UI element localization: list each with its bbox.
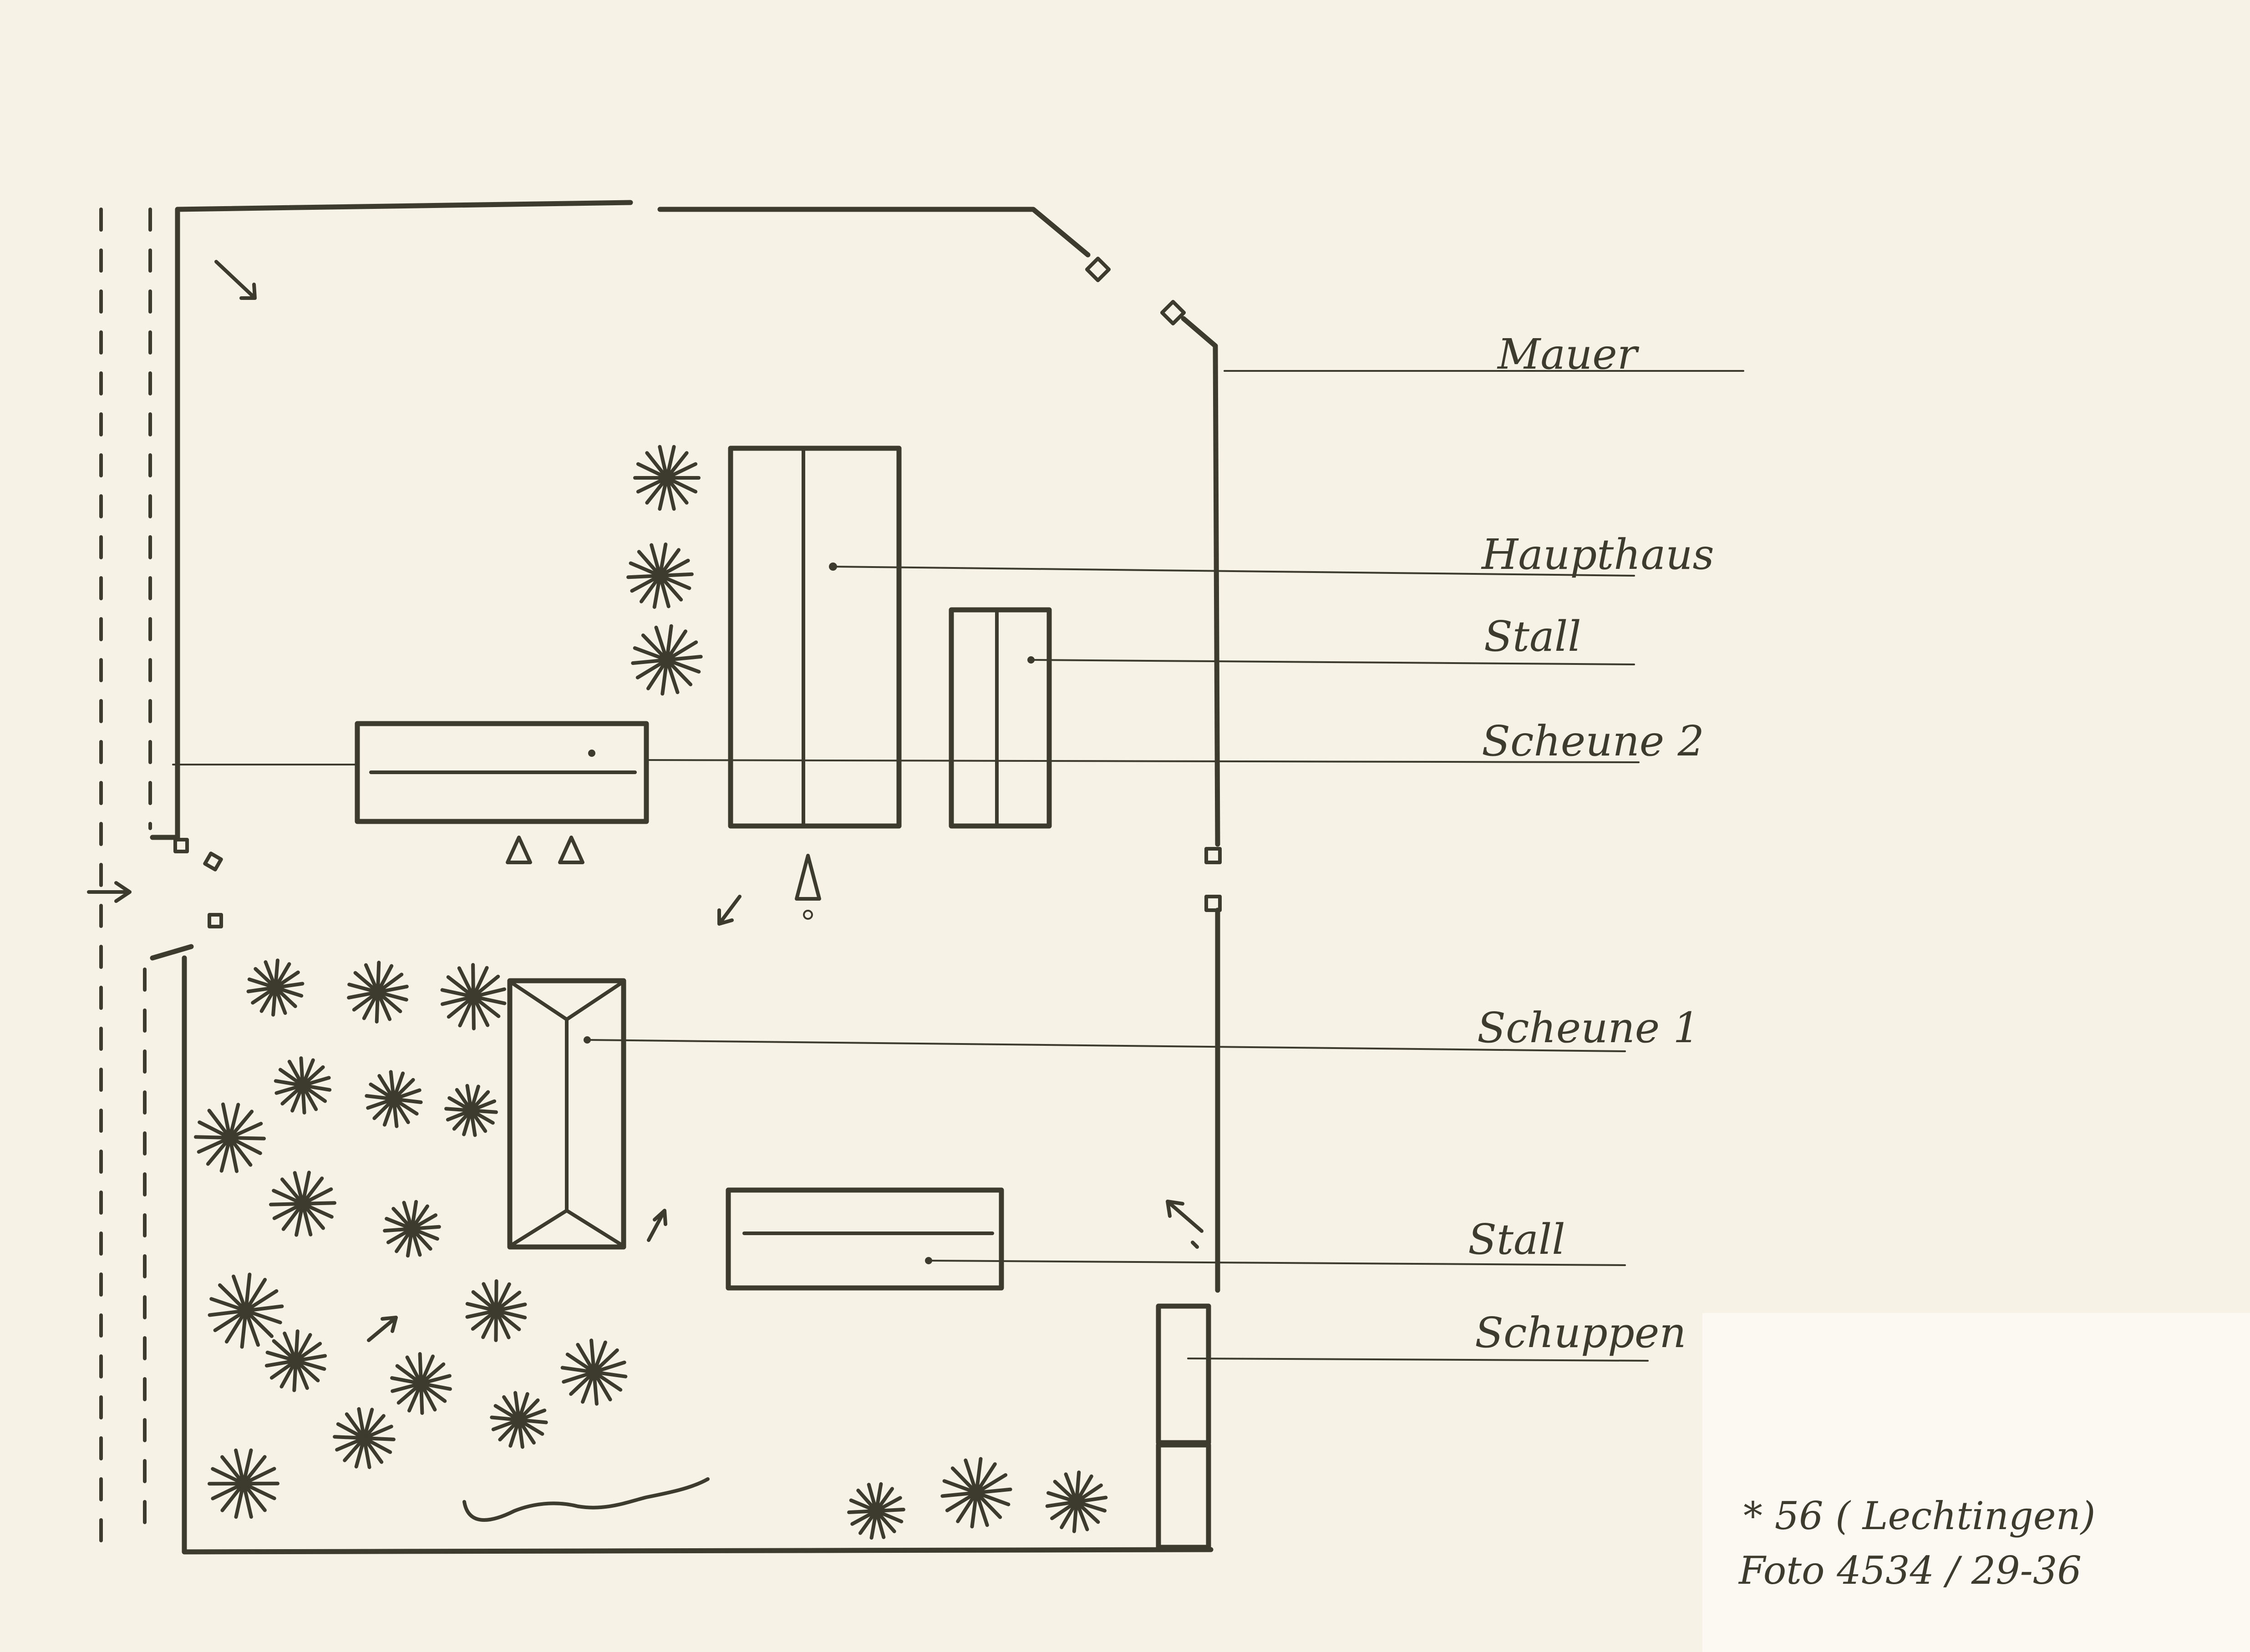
label-schuppen: Schuppen <box>1475 1308 1686 1357</box>
leader-lines <box>172 370 1744 1362</box>
label-stall-upper: Stall <box>1484 612 1581 661</box>
tree-icon <box>626 542 694 609</box>
building-schuppen <box>1156 1303 1211 1550</box>
tree-icon <box>383 1200 441 1258</box>
tree-icon <box>246 958 305 1017</box>
hedge-line <box>462 1477 710 1522</box>
tree-icon <box>390 1352 452 1415</box>
handwritten-note: * 56 ( Lechtingen) Foto 4534 / 29-36 <box>1738 1494 2095 1593</box>
tree-icon <box>465 1279 527 1342</box>
label-scheune-2: Scheune 2 <box>1482 717 1704 765</box>
tree-icon <box>274 1056 332 1115</box>
tree-icon <box>347 961 409 1024</box>
label-stall-lower: Stall <box>1468 1215 1565 1264</box>
tree-icon <box>208 1272 284 1349</box>
tree-icon <box>631 624 703 696</box>
tree-icon <box>194 1102 266 1173</box>
building-haupthaus <box>728 446 902 829</box>
tree-icon <box>1045 1470 1108 1533</box>
direction-arrows <box>87 260 1204 1342</box>
note-line-2: Foto 4534 / 29-36 <box>1738 1548 2082 1593</box>
tree-icon <box>269 1171 336 1237</box>
note-line-1: * 56 ( Lechtingen) <box>1743 1494 2095 1538</box>
tree-icon <box>847 1482 905 1540</box>
gate-posts <box>173 256 1222 928</box>
trees <box>194 445 1108 1540</box>
tree-icon <box>264 1329 327 1392</box>
labels: Mauer Haupthaus Stall Scheune 2 Scheune … <box>1468 330 1714 1357</box>
building-scheune-2 <box>355 721 649 824</box>
tree-icon <box>940 1457 1012 1529</box>
label-mauer: Mauer <box>1497 330 1640 379</box>
tree-icon <box>333 1407 396 1469</box>
tree-icon <box>365 1070 423 1128</box>
tree-icon <box>490 1391 548 1449</box>
road-dashed-lines <box>99 208 152 1545</box>
enclosure-wall <box>150 200 1220 1555</box>
tree-icon <box>444 1084 498 1137</box>
tree-icon <box>440 963 507 1030</box>
tree-icon <box>633 445 701 511</box>
label-scheune-1: Scheune 1 <box>1477 1003 1700 1052</box>
tree-icon <box>560 1338 628 1406</box>
tree-icon <box>208 1448 279 1519</box>
building-stall-lower <box>726 1187 1004 1291</box>
label-haupthaus: Haupthaus <box>1481 530 1714 579</box>
note-paper-patch <box>1702 1313 2250 1652</box>
building-scheune-1 <box>507 978 626 1250</box>
building-stall-upper <box>949 607 1052 829</box>
